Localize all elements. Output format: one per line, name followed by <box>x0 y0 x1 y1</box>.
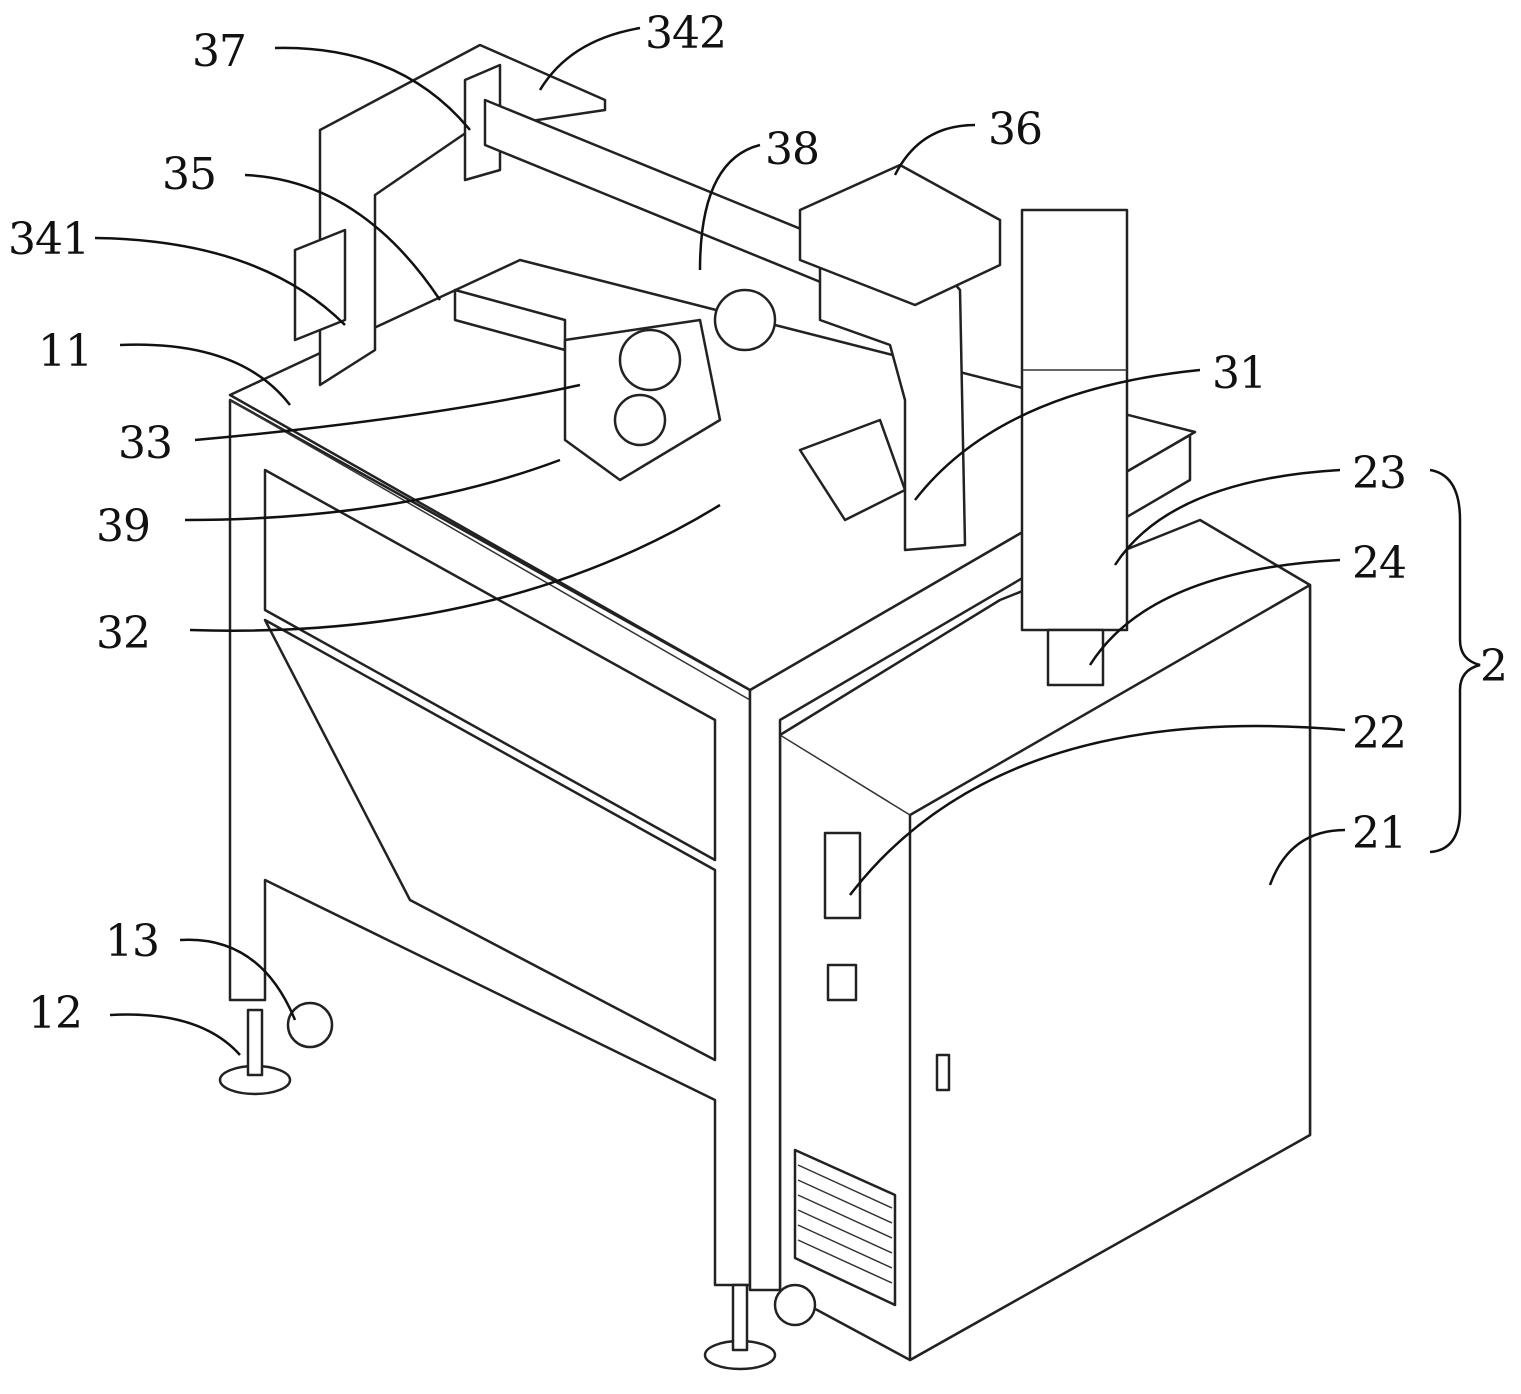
label-2: 2 <box>1480 641 1508 692</box>
label-36: 36 <box>988 104 1043 155</box>
label-341: 341 <box>8 214 90 265</box>
label-32: 32 <box>96 608 151 659</box>
label-21: 21 <box>1352 808 1407 859</box>
label-24: 24 <box>1352 538 1407 589</box>
label-22: 22 <box>1352 708 1407 759</box>
label-37: 37 <box>192 26 247 77</box>
brace-2 <box>1429 468 1481 854</box>
label-13: 13 <box>105 916 160 967</box>
label-39: 39 <box>96 501 151 552</box>
machine-frame <box>228 258 1197 1292</box>
gantry-frame <box>293 43 1002 552</box>
label-31: 31 <box>1212 348 1267 399</box>
feet-and-casters <box>218 1001 817 1371</box>
label-35: 35 <box>162 149 217 200</box>
label-33: 33 <box>118 418 173 469</box>
leader-lines <box>94 26 1481 1056</box>
label-11: 11 <box>38 326 93 377</box>
label-23: 23 <box>1352 448 1407 499</box>
label-342: 342 <box>645 8 727 59</box>
label-12: 12 <box>28 988 83 1039</box>
label-38: 38 <box>765 124 820 175</box>
tower <box>1020 208 1129 687</box>
